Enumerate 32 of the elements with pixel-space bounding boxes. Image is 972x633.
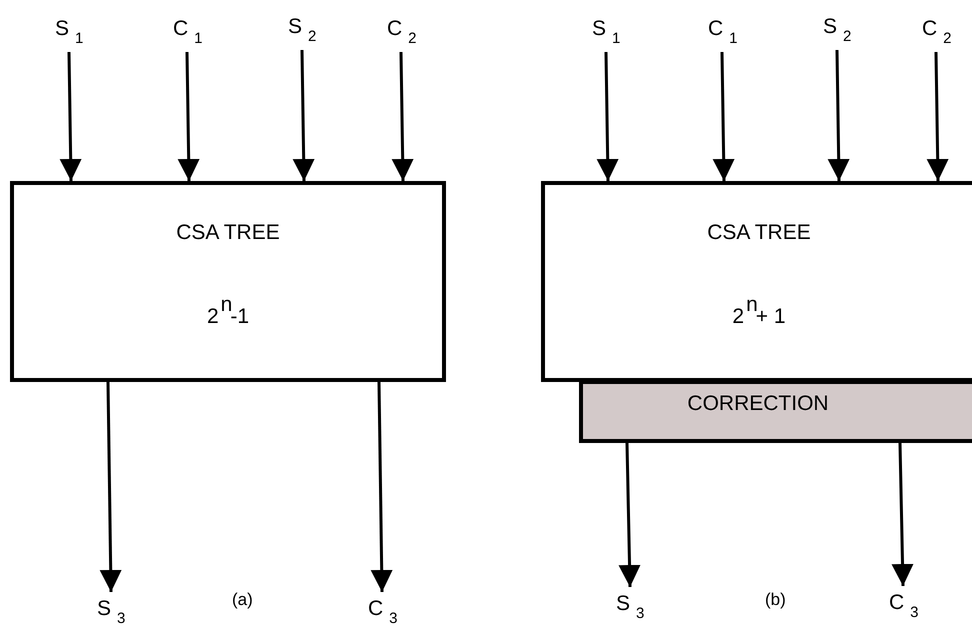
- box-title: CSA TREE: [706, 221, 812, 245]
- csa-tree-box: [10, 181, 446, 382]
- arrow: [178, 52, 200, 182]
- signal-label: C$_{1}$: [708, 16, 738, 52]
- signal-label: C$_{1}$: [173, 16, 203, 52]
- signal-label: S$_{1}$: [592, 16, 620, 52]
- arrow: [596, 52, 619, 182]
- arrow: [292, 50, 315, 182]
- panel-caption: (a): [232, 590, 253, 610]
- arrow: [618, 442, 641, 588]
- csa-tree-box: [541, 181, 972, 382]
- signal-label: S$_{1}$: [55, 16, 84, 52]
- signal-label: S$_{3}$: [97, 596, 126, 632]
- arrow: [370, 382, 393, 592]
- arrow: [712, 52, 735, 182]
- signal-label: C$_{3}$: [889, 590, 919, 626]
- arrow: [892, 442, 914, 586]
- arrow: [392, 52, 414, 182]
- panel-caption: (b): [765, 590, 786, 610]
- box-title: CORRECTION: [686, 392, 830, 416]
- signal-label: S$_{2}$: [288, 14, 316, 50]
- csa-tree-box: [579, 380, 972, 443]
- arrow: [926, 52, 949, 182]
- arrow: [828, 50, 850, 182]
- signal-label: S$_{3}$: [616, 591, 644, 627]
- signal-label: S$_{2}$: [823, 14, 852, 50]
- arrow: [100, 382, 122, 592]
- signal-label: C$_{2}$: [922, 16, 952, 52]
- signal-label: C$_{2}$: [387, 16, 417, 52]
- box-title: CSA TREE: [175, 221, 281, 245]
- arrow: [60, 52, 82, 182]
- signal-label: C$_{3}$: [368, 596, 398, 632]
